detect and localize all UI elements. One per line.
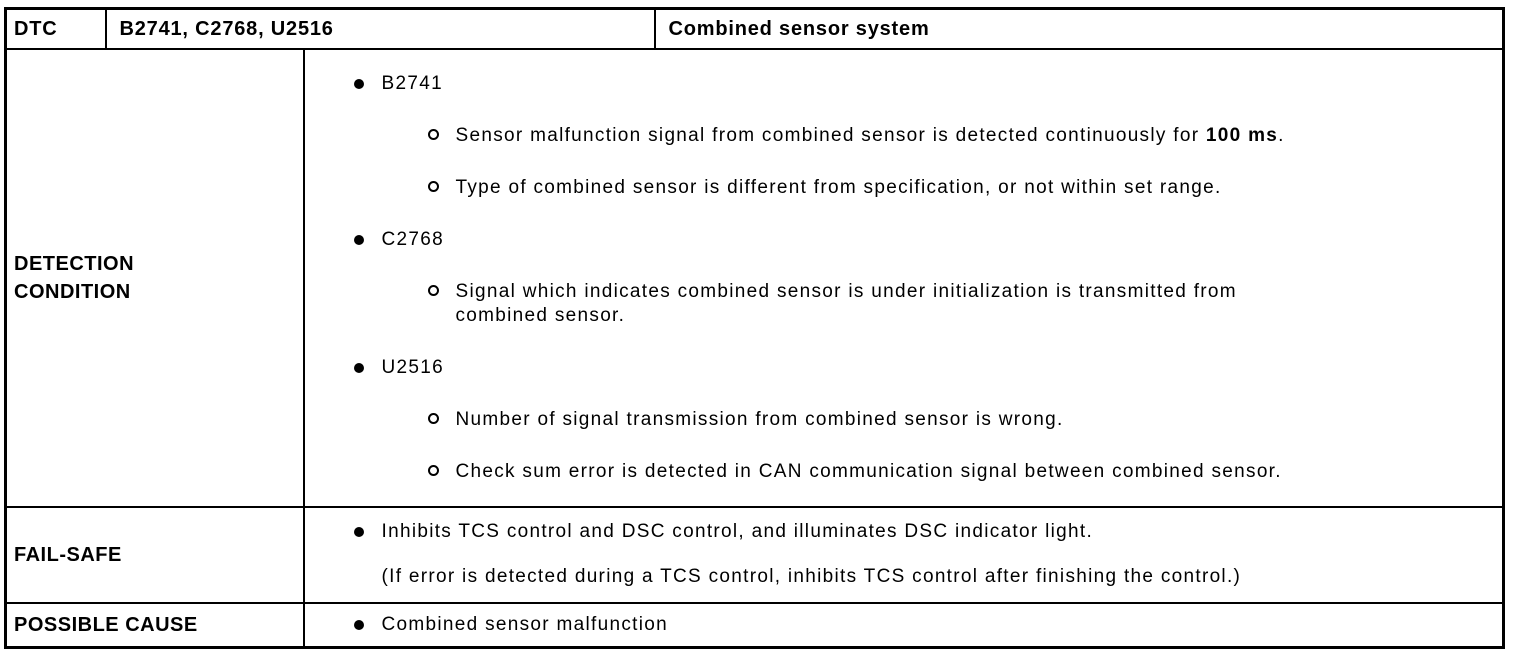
dtc-header-cell: DTC <box>4 7 107 50</box>
dtc-codes: B2741, C2768, U2516 <box>119 17 334 40</box>
list-item-c2768: C2768 <box>305 228 1503 252</box>
list-item-label: Check sum error is detected in CAN commu… <box>455 460 1282 482</box>
possible-cause-label: POSSIBLE CAUSE <box>14 613 198 636</box>
bullet-filled-icon <box>353 619 364 630</box>
list-item-b2741: B2741 <box>305 72 1503 96</box>
possible-cause-row: POSSIBLE CAUSE Combined sensor malfuncti… <box>4 601 1505 649</box>
bullet-hollow-icon <box>427 412 439 424</box>
fail-safe-label-cell: FAIL-SAFE <box>4 505 305 604</box>
system-name-cell: Combined sensor system <box>653 7 1505 50</box>
bullet-hollow-icon <box>427 128 439 140</box>
list-item-label: Type of combined sensor is different fro… <box>455 176 1222 198</box>
dtc-codes-cell: B2741, C2768, U2516 <box>104 7 656 50</box>
fail-safe-row: FAIL-SAFE Inhibits TCS control and DSC c… <box>4 505 1505 604</box>
detection-content-cell: B2741 Sensor malfunction signal from com… <box>302 47 1505 508</box>
bullet-filled-icon <box>353 362 364 373</box>
bullet-filled-icon <box>353 234 364 245</box>
fail-safe-text: Inhibits TCS control and DSC control, an… <box>381 521 1094 542</box>
bullet-hollow-icon <box>427 180 439 192</box>
bullet-filled-icon <box>353 78 364 89</box>
text-segment: . <box>1278 124 1285 146</box>
list-item-possible-cause: Combined sensor malfunction <box>305 613 1503 637</box>
possible-cause-label-cell: POSSIBLE CAUSE <box>4 601 305 649</box>
fail-safe-content-cell: Inhibits TCS control and DSC control, an… <box>302 505 1505 604</box>
list-item-label: C2768 <box>381 228 444 250</box>
detection-condition-row: DETECTION CONDITION B2741 Sensor malfunc… <box>4 47 1505 508</box>
list-item-label: B2741 <box>381 72 443 94</box>
list-item-label: Number of signal transmission from combi… <box>455 408 1064 430</box>
list-item-label: Signal which indicates combined sensor i… <box>455 280 1237 326</box>
detection-label-cell: DETECTION CONDITION <box>4 47 305 508</box>
bold-text-segment: 100 ms <box>1205 124 1279 146</box>
possible-cause-content-cell: Combined sensor malfunction <box>302 601 1505 649</box>
fail-safe-content: Inhibits TCS control and DSC control, an… <box>305 520 1503 589</box>
list-item-transmission-number: Number of signal transmission from combi… <box>305 408 1503 432</box>
list-item-initialization-signal: Signal which indicates combined sensor i… <box>305 280 1503 328</box>
bullet-hollow-icon <box>427 284 439 296</box>
text-segment: Sensor malfunction signal from combined … <box>455 124 1206 146</box>
possible-cause-text: Combined sensor malfunction <box>381 613 668 635</box>
dtc-table: DTC B2741, C2768, U2516 Combined sensor … <box>4 7 1505 649</box>
list-item-label: Sensor malfunction signal from combined … <box>456 124 1285 148</box>
bullet-hollow-icon <box>427 464 439 476</box>
list-item-checksum-error: Check sum error is detected in CAN commu… <box>305 460 1503 484</box>
list-item-label: U2516 <box>381 356 444 378</box>
fail-safe-note: (If error is detected during a TCS contr… <box>381 566 1242 587</box>
detection-list: B2741 Sensor malfunction signal from com… <box>305 50 1503 506</box>
fail-safe-label: FAIL-SAFE <box>14 543 122 566</box>
list-item-failsafe: Inhibits TCS control and DSC control, an… <box>305 520 1503 544</box>
table-header-row: DTC B2741, C2768, U2516 Combined sensor … <box>4 7 1505 50</box>
list-item-u2516: U2516 <box>305 356 1503 380</box>
list-item-sensor-type: Type of combined sensor is different fro… <box>305 176 1503 200</box>
detection-label: DETECTION CONDITION <box>14 252 135 303</box>
bullet-filled-icon <box>353 527 364 537</box>
system-name: Combined sensor system <box>668 17 930 40</box>
list-item-sensor-malfunction: Sensor malfunction signal from combined … <box>305 124 1503 148</box>
dtc-label: DTC <box>14 17 58 40</box>
